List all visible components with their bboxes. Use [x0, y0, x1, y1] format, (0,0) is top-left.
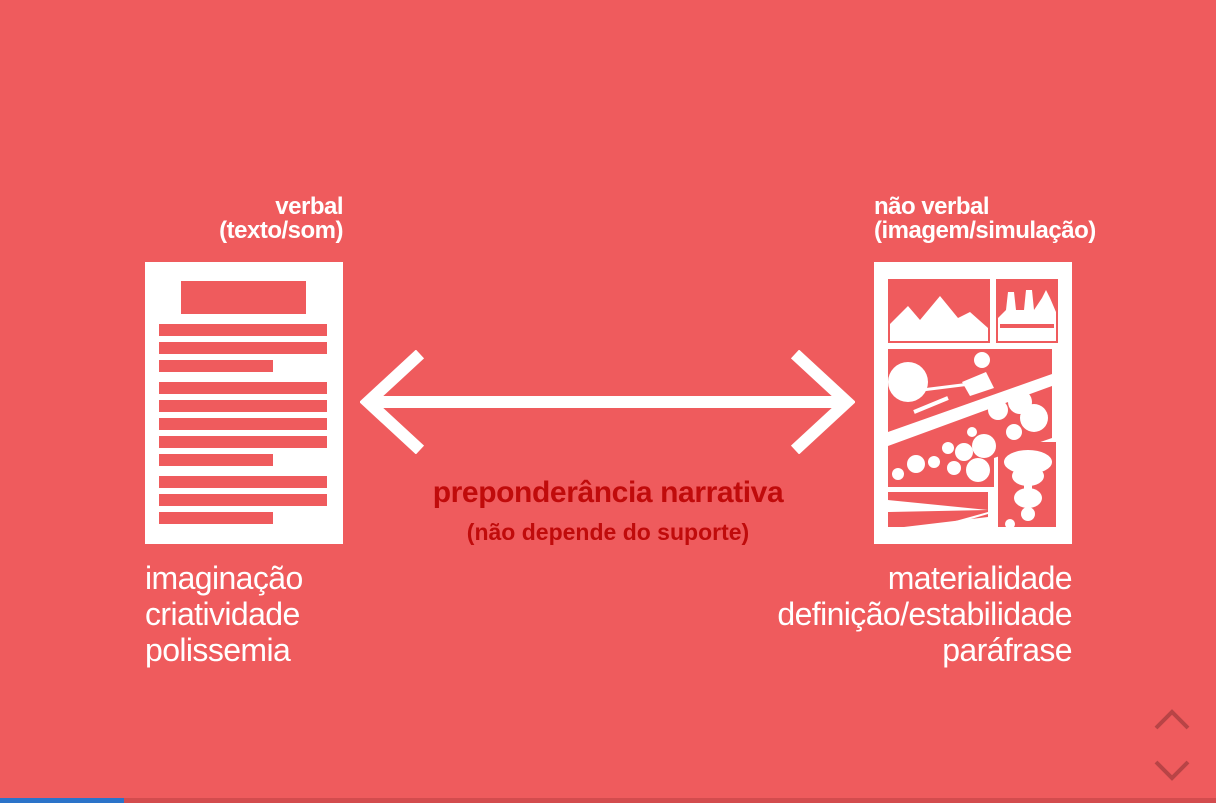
nonverbal-heading: não verbal (imagem/simulação) — [874, 195, 1096, 243]
image-collage-document-icon — [874, 262, 1072, 544]
verbal-heading-line2: (texto/som) — [219, 217, 343, 244]
list-item: polissemia — [145, 632, 291, 668]
nonverbal-heading-line2: (imagem/simulação) — [874, 217, 1096, 244]
list-item: imaginação — [145, 560, 303, 596]
verbal-heading: verbal (texto/som) — [219, 195, 343, 243]
verbal-attributes-list: imaginação criatividade polissemia — [145, 560, 303, 668]
chevron-up-icon[interactable] — [1152, 706, 1192, 732]
progress-bar — [0, 798, 1216, 803]
center-subtitle: (não depende do suporte) — [466, 519, 750, 545]
list-item: paráfrase — [942, 632, 1072, 668]
center-title: preponderância narrativa — [432, 476, 784, 509]
list-item: definição/estabilidade — [777, 596, 1072, 632]
chevron-down-icon[interactable] — [1152, 758, 1192, 784]
list-item: criatividade — [145, 596, 300, 632]
verbal-heading-line1: verbal — [275, 193, 343, 220]
nonverbal-heading-line1: não verbal — [874, 193, 990, 220]
double-headed-arrow-icon — [360, 350, 855, 454]
nonverbal-attributes-list: materialidade definição/estabilidade par… — [777, 560, 1072, 668]
list-item: materialidade — [887, 560, 1073, 596]
text-document-icon — [145, 262, 343, 544]
progress-fill — [0, 798, 125, 803]
